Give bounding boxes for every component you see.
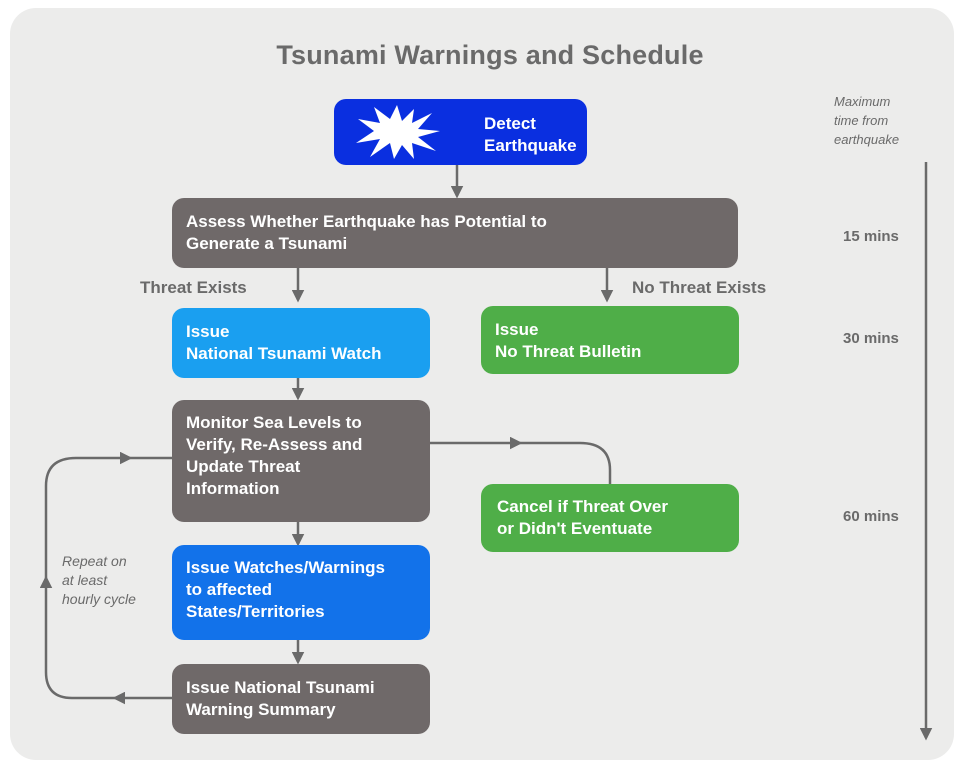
timeline-caption-line-3: earthquake	[834, 132, 900, 147]
repeat-cycle-note: Repeat on at least hourly cycle	[62, 552, 136, 609]
threat-exists-label: Threat Exists	[140, 278, 247, 297]
warnings-line-3: States/Territories	[186, 602, 325, 621]
assess-line-2: Generate a Tsunami	[186, 234, 348, 253]
repeat-line-1: Repeat on	[62, 553, 127, 569]
cancel-line-1: Cancel if Threat Over	[497, 497, 669, 516]
warnings-line-2: to affected	[186, 580, 272, 599]
monitor-line-4: Information	[186, 479, 280, 498]
warnings-line-1: Issue Watches/Warnings	[186, 558, 386, 577]
time-mark-30: 30 mins	[843, 330, 899, 347]
timeline-caption: Maximum time from earthquake	[834, 92, 899, 149]
monitor-line-1: Monitor Sea Levels to	[186, 413, 362, 432]
detect-line-1: Detect	[484, 114, 536, 133]
assess-line-1: Assess Whether Earthquake has Potential …	[186, 212, 547, 231]
watches-warnings-box: Issue Watches/Warnings to affected State…	[172, 545, 430, 640]
repeat-line-2: at least	[62, 572, 108, 588]
cancel-line-2: or Didn't Eventuate	[497, 519, 653, 538]
monitor-line-2: Verify, Re-Assess and	[186, 435, 363, 454]
repeat-line-3: hourly cycle	[62, 591, 136, 607]
time-mark-60: 60 mins	[843, 508, 899, 525]
assess-potential-box: Assess Whether Earthquake has Potential …	[172, 198, 738, 268]
watch-line-2: National Tsunami Watch	[186, 344, 382, 363]
summary-line-1: Issue National Tsunami	[186, 678, 375, 697]
earthquake-burst-icon	[356, 105, 440, 159]
national-tsunami-watch-box: Issue National Tsunami Watch	[172, 308, 430, 378]
detect-line-2: Earthquake	[484, 136, 577, 155]
watch-line-1: Issue	[186, 322, 230, 341]
monitor-sea-levels-box: Monitor Sea Levels to Verify, Re-Assess …	[172, 400, 430, 522]
timeline-caption-line-1: Maximum	[834, 94, 891, 109]
no-threat-line-2: No Threat Bulletin	[495, 342, 642, 361]
no-threat-bulletin-box: Issue No Threat Bulletin	[481, 306, 739, 374]
time-mark-15: 15 mins	[843, 228, 899, 245]
monitor-line-3: Update Threat	[186, 457, 301, 476]
detect-earthquake-box: Detect Earthquake	[334, 99, 587, 165]
diagram-title: Tsunami Warnings and Schedule	[276, 40, 704, 70]
no-threat-exists-label: No Threat Exists	[632, 278, 767, 297]
cancel-threat-box: Cancel if Threat Over or Didn't Eventuat…	[481, 484, 739, 552]
warning-summary-box: Issue National Tsunami Warning Summary	[172, 664, 430, 734]
summary-line-2: Warning Summary	[186, 700, 336, 719]
no-threat-line-1: Issue	[495, 320, 539, 339]
timeline-caption-line-2: time from	[834, 113, 889, 128]
